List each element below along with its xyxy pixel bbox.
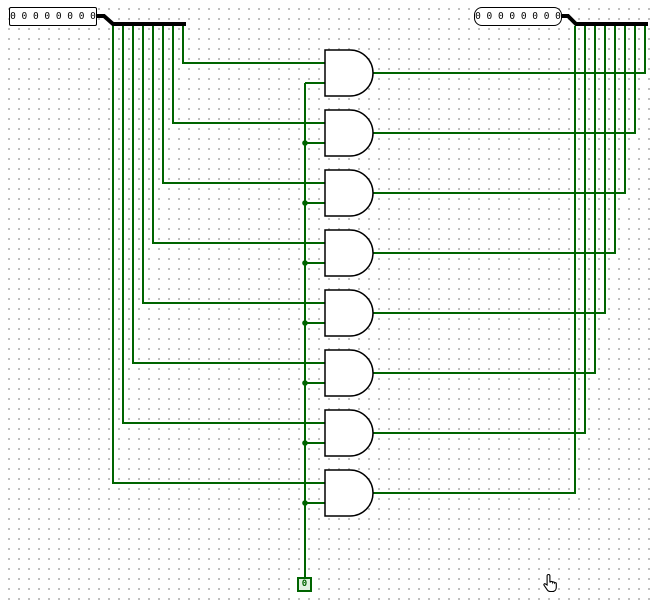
input-pin-left[interactable]: 0 0 0 0 0 0 0 0 <box>9 7 97 26</box>
gates-group <box>324 49 374 517</box>
input-wire[interactable] <box>152 26 325 244</box>
output-wire[interactable] <box>373 26 646 74</box>
wire-junction-dot <box>302 200 308 206</box>
constant-zero[interactable]: 0 <box>297 577 312 592</box>
wire-junction-dot <box>302 320 308 326</box>
output-pin-right[interactable]: 0 0 0 0 0 0 0 0 <box>474 7 562 26</box>
output-wire[interactable] <box>373 26 576 494</box>
and-gate[interactable] <box>324 289 374 337</box>
input-wire[interactable] <box>162 26 325 184</box>
and-gate[interactable] <box>324 229 374 277</box>
wire-junction-dot <box>302 440 308 446</box>
input-wire[interactable] <box>132 26 325 364</box>
wire-junction-dot <box>302 140 308 146</box>
output-wire[interactable] <box>373 26 596 374</box>
junctions-group <box>302 140 308 506</box>
output-wire[interactable] <box>373 26 616 254</box>
bus-splitter-right[interactable] <box>562 14 648 26</box>
and-gate[interactable] <box>324 409 374 457</box>
and-gate[interactable] <box>324 469 374 517</box>
input-wire[interactable] <box>122 26 325 424</box>
and-gate[interactable] <box>324 169 374 217</box>
wire-junction-dot <box>302 500 308 506</box>
input-wire[interactable] <box>142 26 325 304</box>
input-wire[interactable] <box>112 26 325 484</box>
and-gate[interactable] <box>324 49 374 97</box>
output-wire[interactable] <box>373 26 626 194</box>
bus-splitter-left[interactable] <box>97 14 186 26</box>
wire-junction-dot <box>302 260 308 266</box>
output-wire[interactable] <box>373 26 636 134</box>
output-wire[interactable] <box>373 26 586 434</box>
output-wire[interactable] <box>373 26 606 314</box>
input-wire[interactable] <box>172 26 325 124</box>
wire-junction-dot <box>302 380 308 386</box>
and-gate[interactable] <box>324 349 374 397</box>
wires-group <box>112 26 646 577</box>
input-wire[interactable] <box>182 26 325 64</box>
and-gate[interactable] <box>324 109 374 157</box>
hand-pointer-cursor-icon <box>543 573 557 593</box>
